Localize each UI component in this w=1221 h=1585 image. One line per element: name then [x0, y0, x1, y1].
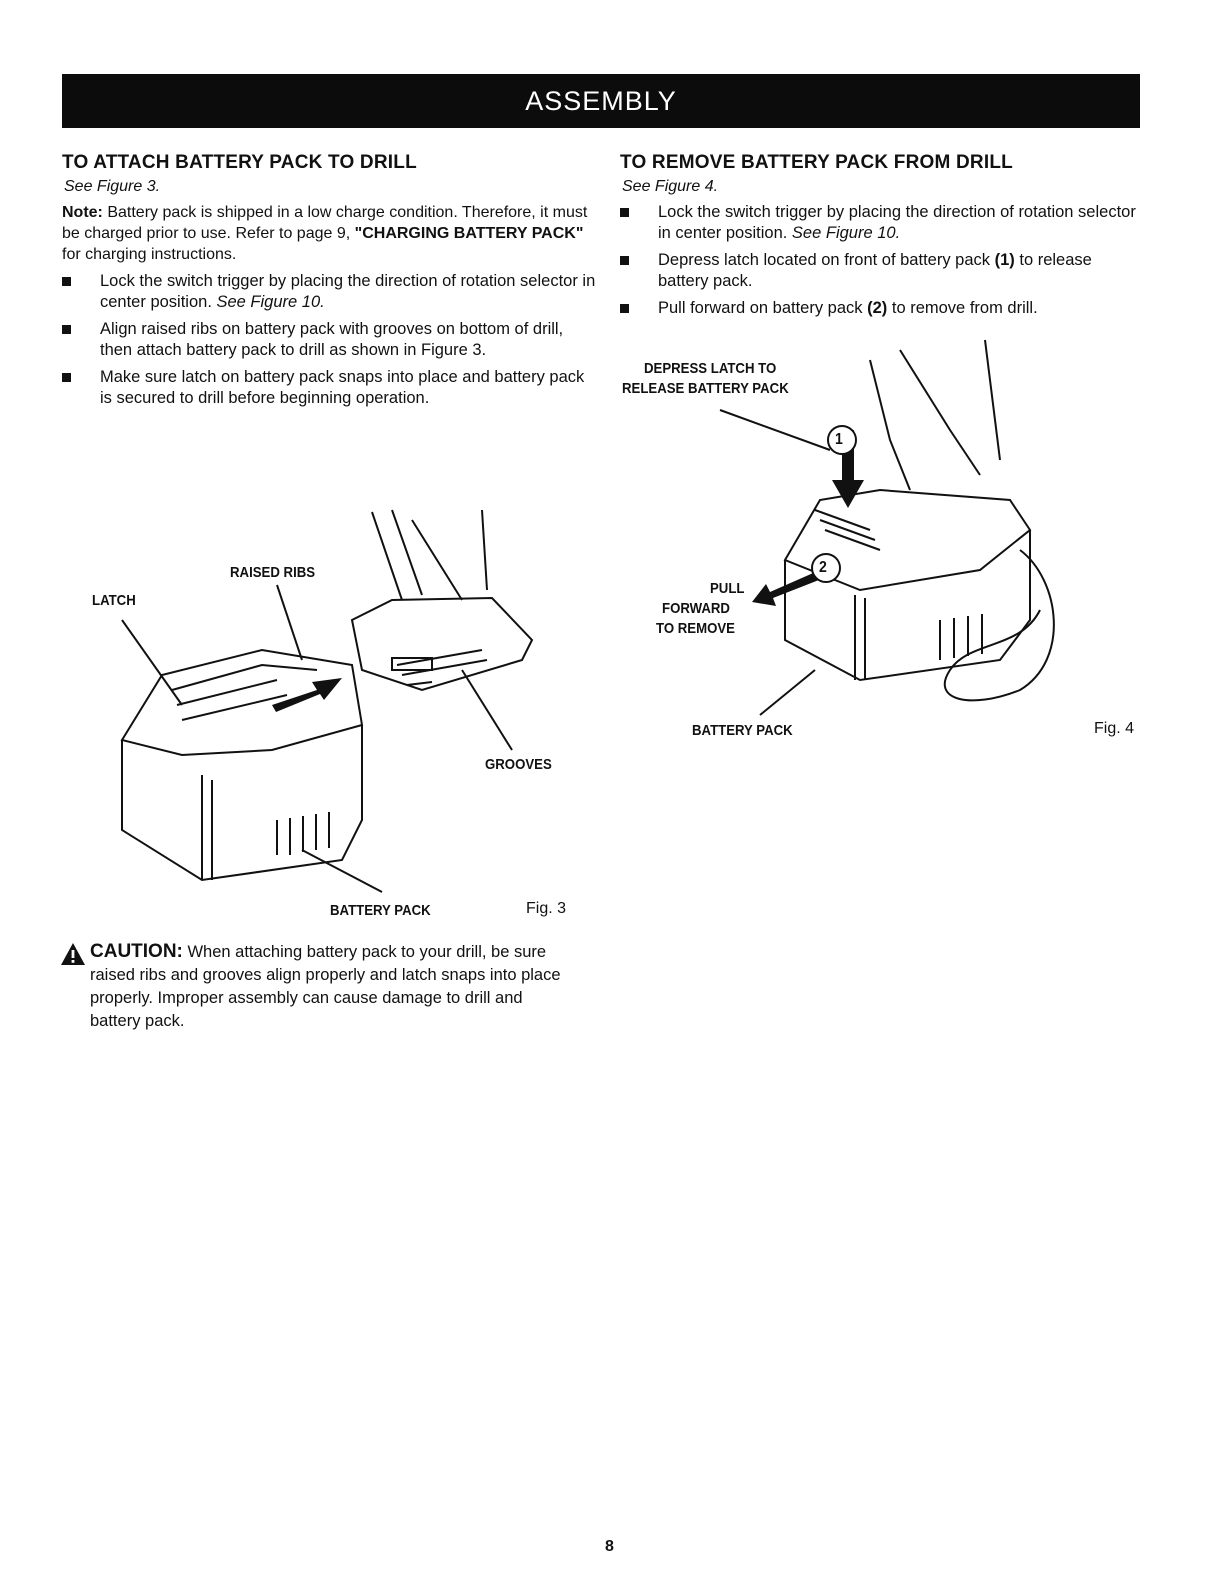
figure-4: 1 2 DEPRESS LATCH TO RELEASE BATTERY PAC…	[620, 330, 1140, 750]
raised-ribs-label: RAISED RIBS	[230, 564, 316, 581]
pull-label-line1: PULL	[710, 580, 745, 597]
remove-see-figure: See Figure 4.	[622, 178, 719, 195]
battery-leader	[759, 669, 816, 716]
list-item: Depress latch located on front of batter…	[620, 250, 1140, 292]
depress-leader	[719, 409, 831, 451]
figure-4-illustration	[719, 339, 1055, 716]
battery-ribs	[171, 663, 318, 721]
pull-label-line3: TO REMOVE	[656, 620, 735, 637]
warning-triangle-icon	[61, 943, 85, 965]
grooves-label: GROOVES	[485, 756, 552, 773]
caution-word: CAUTION:	[90, 941, 183, 962]
lanyard	[943, 549, 1055, 702]
figure-3-illustration	[120, 509, 534, 893]
battery-front-edge	[201, 775, 213, 880]
note-tail: for charging instructions.	[62, 246, 237, 263]
step-text-tail: to remove from drill.	[887, 299, 1038, 317]
section-title: ASSEMBLY	[525, 86, 677, 116]
figure-4-number: Fig. 4	[1094, 720, 1135, 737]
list-item: Lock the switch trigger by placing the d…	[62, 271, 597, 313]
battery-vents	[276, 812, 330, 855]
drill-handle-outline	[371, 509, 488, 601]
battery-body	[784, 530, 1031, 682]
step-text: Align raised ribs on battery pack with g…	[100, 320, 564, 359]
step-figure-ref: See Figure 10.	[791, 224, 901, 242]
attach-see-figure: See Figure 3.	[64, 178, 161, 195]
remove-heading: TO REMOVE BATTERY PACK FROM DRILL	[620, 152, 1013, 173]
list-item: Align raised ribs on battery pack with g…	[62, 319, 597, 361]
figure-3-number: Fig. 3	[526, 900, 567, 917]
step-text: Pull forward on battery pack	[658, 299, 868, 317]
bullet-square-icon	[620, 256, 629, 265]
step-text: Depress latch located on front of batter…	[658, 251, 995, 269]
attach-note: Note: Battery pack is shipped in a low c…	[62, 202, 597, 265]
battery-front-edge	[854, 595, 866, 680]
figure-3: LATCH RAISED RIBS GROOVES BATTERY PACK F…	[62, 500, 602, 930]
attach-section: TO ATTACH BATTERY PACK TO DRILL See Figu…	[62, 152, 597, 415]
page-number: 8	[605, 1538, 614, 1555]
callout-1-number: 1	[835, 431, 843, 448]
grooves-leader	[461, 669, 513, 751]
section-banner: ASSEMBLY	[62, 74, 1140, 128]
drill-handle-outline	[869, 339, 1001, 491]
bullet-square-icon	[620, 304, 629, 313]
caution-notice: CAUTION: When attaching battery pack to …	[61, 940, 576, 1033]
drill-groove-rect	[391, 657, 433, 671]
step-callout-number: (1)	[994, 251, 1015, 269]
note-label: Note:	[62, 204, 103, 221]
battery-leader	[301, 849, 383, 893]
battery-vents	[939, 614, 983, 660]
latch-label: LATCH	[92, 592, 136, 609]
battery-pack-label: BATTERY PACK	[330, 902, 431, 919]
step-callout-number: (2)	[867, 299, 888, 317]
battery-pack-label: BATTERY PACK	[692, 722, 793, 739]
battery-ribs	[814, 509, 881, 551]
list-item: Lock the switch trigger by placing the d…	[620, 202, 1140, 244]
ribs-leader	[276, 584, 303, 661]
bullet-square-icon	[62, 373, 71, 382]
attach-steps: Lock the switch trigger by placing the d…	[62, 271, 597, 409]
step-figure-ref: See Figure 10.	[216, 293, 325, 311]
callout-2-number: 2	[819, 559, 827, 576]
step-text: Make sure latch on battery pack snaps in…	[100, 368, 585, 407]
step-text: Lock the switch trigger by placing the d…	[100, 272, 596, 311]
callout-2-circle	[811, 553, 841, 583]
bullet-square-icon	[62, 277, 71, 286]
note-bold-ref: "CHARGING BATTERY PACK"	[354, 225, 584, 242]
note-text: Battery pack is shipped in a low charge …	[62, 204, 588, 242]
drill-grooves	[396, 649, 488, 686]
press-down-arrow-icon	[832, 430, 864, 508]
battery-top	[120, 648, 364, 757]
callout-1-circle	[827, 425, 857, 455]
step-text-tail: to release battery pack.	[658, 251, 1092, 290]
caution-text: When attaching battery pack to your dril…	[90, 943, 561, 1030]
pull-label-line2: FORWARD	[662, 600, 730, 617]
remove-section: TO REMOVE BATTERY PACK FROM DRILL See Fi…	[620, 152, 1140, 325]
attach-heading: TO ATTACH BATTERY PACK TO DRILL	[62, 152, 417, 173]
step-text: Lock the switch trigger by placing the d…	[658, 203, 1136, 242]
battery-top	[783, 488, 1032, 592]
remove-steps: Lock the switch trigger by placing the d…	[620, 202, 1140, 319]
depress-label-line1: DEPRESS LATCH TO	[644, 360, 777, 377]
insert-arrow-icon	[272, 678, 342, 712]
pull-forward-arrow-icon	[752, 570, 824, 606]
battery-body	[121, 725, 363, 882]
list-item: Pull forward on battery pack (2) to remo…	[620, 298, 1140, 319]
drill-foot	[350, 596, 534, 692]
bullet-square-icon	[620, 208, 629, 217]
latch-leader	[121, 619, 183, 706]
list-item: Make sure latch on battery pack snaps in…	[62, 367, 597, 409]
bullet-square-icon	[62, 325, 71, 334]
depress-label-line2: RELEASE BATTERY PACK	[622, 380, 789, 397]
